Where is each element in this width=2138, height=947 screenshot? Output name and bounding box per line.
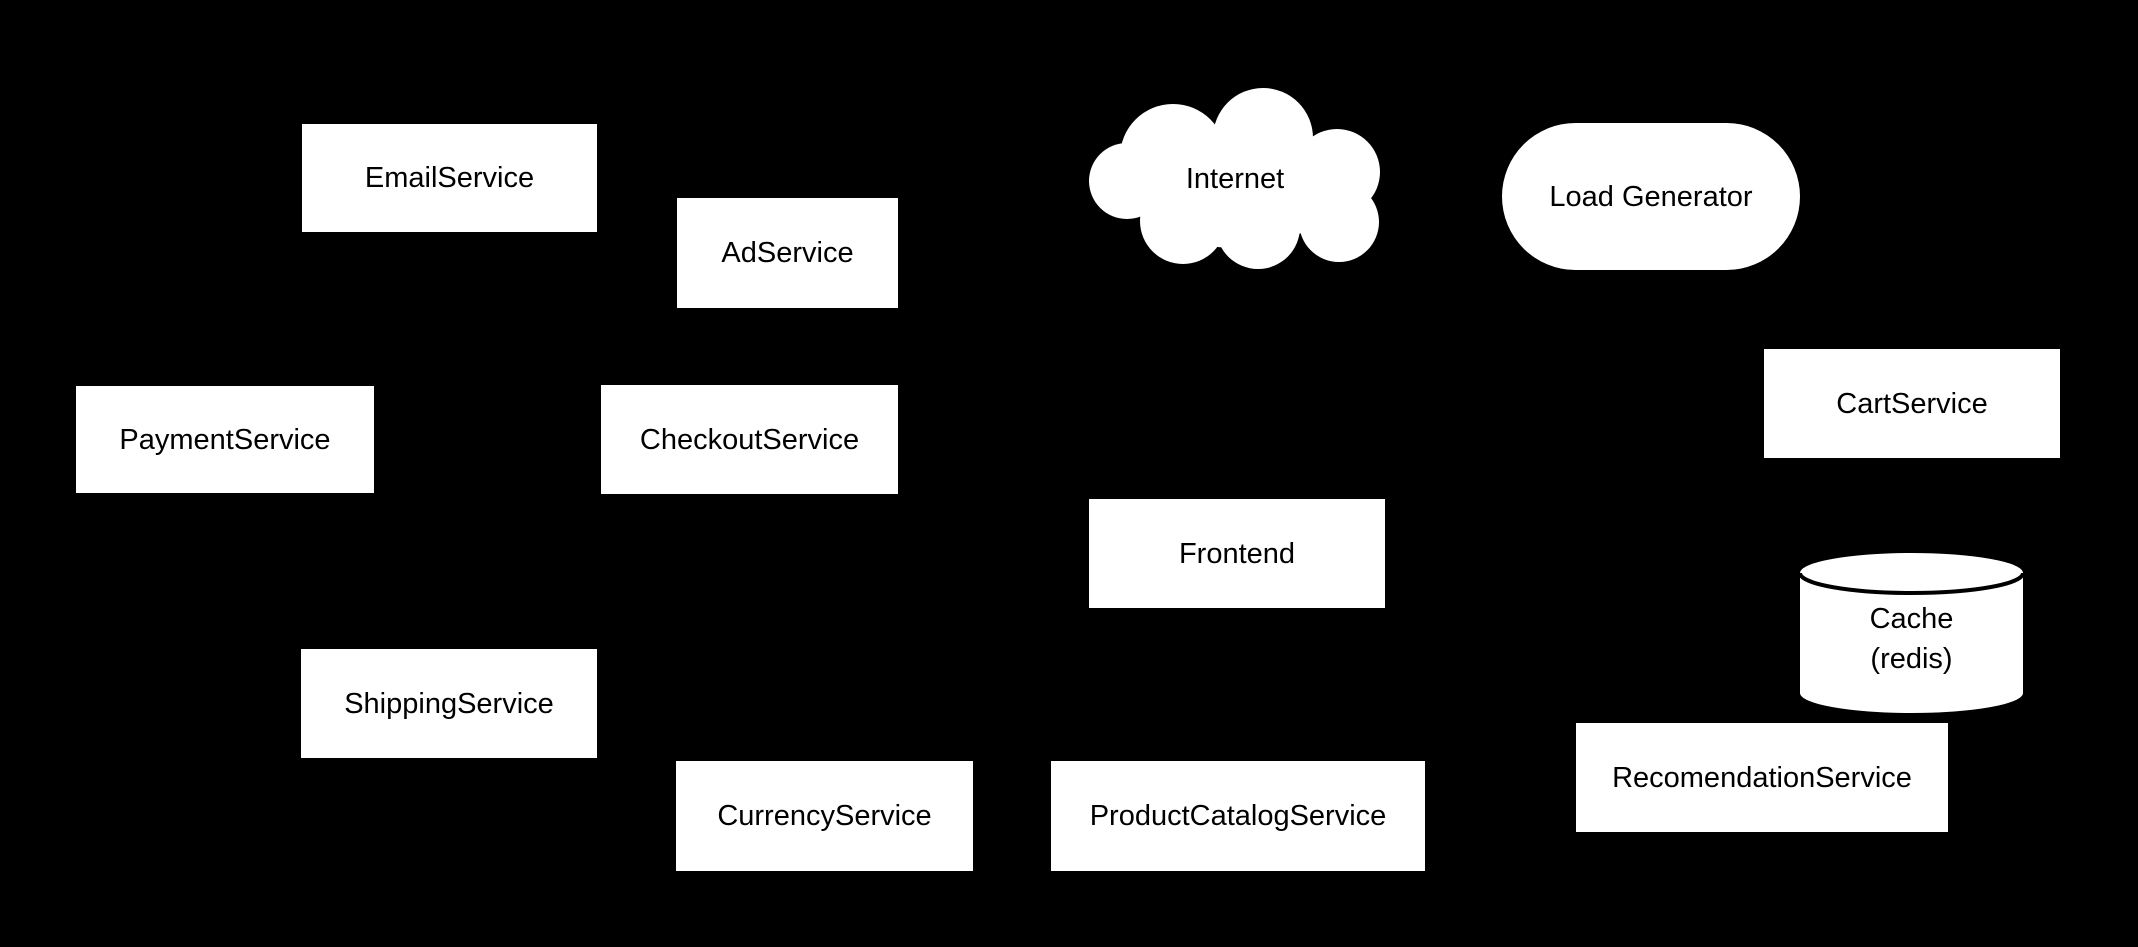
node-checkout-service: CheckoutService xyxy=(601,385,898,494)
node-label: RecomendationService xyxy=(1612,761,1912,794)
node-label: ProductCatalogService xyxy=(1089,800,1387,832)
cloud-icon xyxy=(1089,88,1380,269)
node-label: ShippingService xyxy=(344,687,554,720)
node-ad-service: AdService xyxy=(677,198,898,308)
node-email-service: EmailService xyxy=(302,124,597,232)
node-payment-service: PaymentService xyxy=(76,386,374,493)
node-load-generator: Load Generator xyxy=(1502,123,1800,270)
node-label: Load Generator xyxy=(1549,180,1753,213)
node-cache-redis: Cache (redis) xyxy=(1800,553,2023,713)
node-recomendation-service: RecomendationService xyxy=(1576,723,1948,832)
node-label: CartService xyxy=(1836,387,1988,420)
node-label: CheckoutService xyxy=(639,423,860,456)
node-frontend: Frontend xyxy=(1089,499,1385,608)
node-currency-service: CurrencyService xyxy=(676,761,973,871)
node-label: PaymentService xyxy=(119,423,331,456)
node-product-catalog-service: ProductCatalogService xyxy=(1051,761,1425,871)
node-label: CurrencyService xyxy=(717,800,932,832)
node-cart-service: CartService xyxy=(1764,349,2060,458)
node-shipping-service: ShippingService xyxy=(301,649,597,758)
node-internet: Internet xyxy=(1088,88,1382,269)
node-label: Frontend xyxy=(1178,537,1296,570)
node-label: AdService xyxy=(721,237,854,269)
database-cylinder-icon xyxy=(1800,553,2023,713)
node-label: EmailService xyxy=(364,162,535,194)
